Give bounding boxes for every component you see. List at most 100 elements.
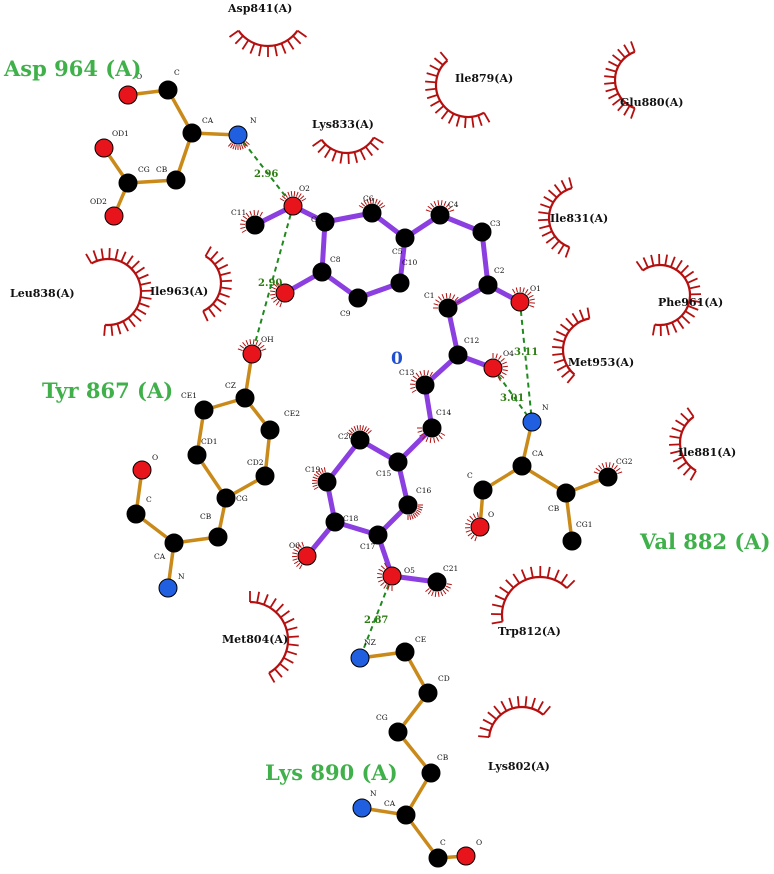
oxygen-atom [104,206,124,226]
atom-label: CE1 [181,391,197,400]
contact-spoke [361,425,364,431]
carbon-atom [158,80,178,100]
contact-spoke [377,572,383,575]
carbon-atom [562,531,582,551]
hydrophobic-residue-label: Phe961(A) [658,296,723,309]
carbon-atom [388,722,408,742]
contact-spoke [605,462,608,468]
carbon-atom [350,430,370,450]
carbon-atom [194,400,214,420]
atom-label: OD2 [90,197,107,206]
carbon-atom [395,642,415,662]
atom-label: C3 [490,219,501,228]
atom-label: C [440,838,446,847]
contact-spoke [426,370,429,376]
contact-spoke [240,219,246,223]
contact-spoke [279,198,285,202]
atom-label: C7 [311,215,322,224]
contact-spoke [366,198,370,204]
oxygen-atom [483,358,503,378]
atom-label: C17 [360,542,376,551]
contact-spoke [611,463,615,469]
contact-spoke [495,353,498,359]
atom-label: O [488,510,494,519]
contact-spoke [529,304,535,308]
hydrophobic-arc [490,565,576,625]
contact-spoke [249,210,253,216]
carbon-atom [430,205,450,225]
carbon-atom [348,288,368,308]
residue-name-label: Tyr 867 (A) [42,378,173,403]
hydrophobic-residue-label: Asp841(A) [227,2,292,15]
atom-label: CB [200,512,212,521]
contact-spoke [456,300,462,304]
hydrophobic-arc [312,136,384,164]
atom-label: C15 [376,469,392,478]
residue-name-label: Lys 890 (A) [265,760,398,785]
oxygen-atom [382,566,402,586]
bond-layer [102,88,610,860]
contact-spoke [287,191,291,197]
hydrophobic-residue-label: Lys802(A) [488,760,550,773]
contact-spoke [348,429,353,434]
contact-spoke [433,303,439,306]
contact-spoke [593,471,599,475]
contact-spoke [440,432,446,436]
carbon-atom [395,228,415,248]
carbon-atom [216,488,236,508]
contact-spoke [465,523,471,526]
hydrogen-bond [251,205,294,355]
contact-spoke [271,296,277,300]
contact-spoke [467,532,473,537]
contact-spoke [242,215,248,220]
contact-spoke [257,342,262,347]
contact-spoke [378,568,384,572]
contact-spoke [502,365,508,368]
carbon-atom [312,262,332,282]
contact-spoke [444,587,449,592]
label-layer: 2.962.903.113.012.87Asp841(A)Ile879(A)Gl… [3,2,771,847]
contact-spoke [377,200,381,205]
contact-spoke [232,144,236,150]
carbon-atom [421,763,441,783]
hydrogen-bond [237,134,294,207]
atom-label: C19 [305,465,321,474]
atom-label: CA [154,552,166,561]
contact-spoke [284,193,288,198]
contact-spoke [279,278,283,284]
atom-label: C5 [392,247,403,256]
contact-spoke [279,302,283,308]
contact-spoke [438,434,443,440]
atom-label: OD1 [112,129,129,138]
contact-spoke [512,288,516,294]
contact-spoke [411,389,417,393]
contact-spoke [595,467,601,472]
contact-spoke [515,287,518,293]
contact-spoke [502,369,508,372]
contact-spoke [240,226,246,229]
contact-spoke [245,212,250,218]
atom-label: O [476,838,482,847]
contact-spoke [369,198,372,204]
atom-label: CD1 [201,437,218,446]
contact-spoke [476,512,479,518]
contact-spoke [445,585,451,589]
carbon-atom [448,345,468,365]
contact-spoke [414,512,419,517]
contact-spoke [230,143,234,149]
contact-spoke [472,513,476,519]
contact-spoke [427,205,433,210]
contact-spoke [445,293,448,299]
atom-label: CB [156,165,168,174]
contact-spoke [615,467,621,472]
contact-spoke [239,144,242,150]
hydrophobic-arc [202,246,232,322]
oxygen-atom [275,283,295,303]
atom-label: CE2 [284,409,300,418]
hydrophobic-residue-label: Ile879(A) [455,72,513,85]
oxygen-atom [283,196,303,216]
atom-label: CB [548,504,560,513]
carbon-atom [598,467,618,487]
contact-spoke [409,514,412,520]
contact-spoke [419,370,423,376]
